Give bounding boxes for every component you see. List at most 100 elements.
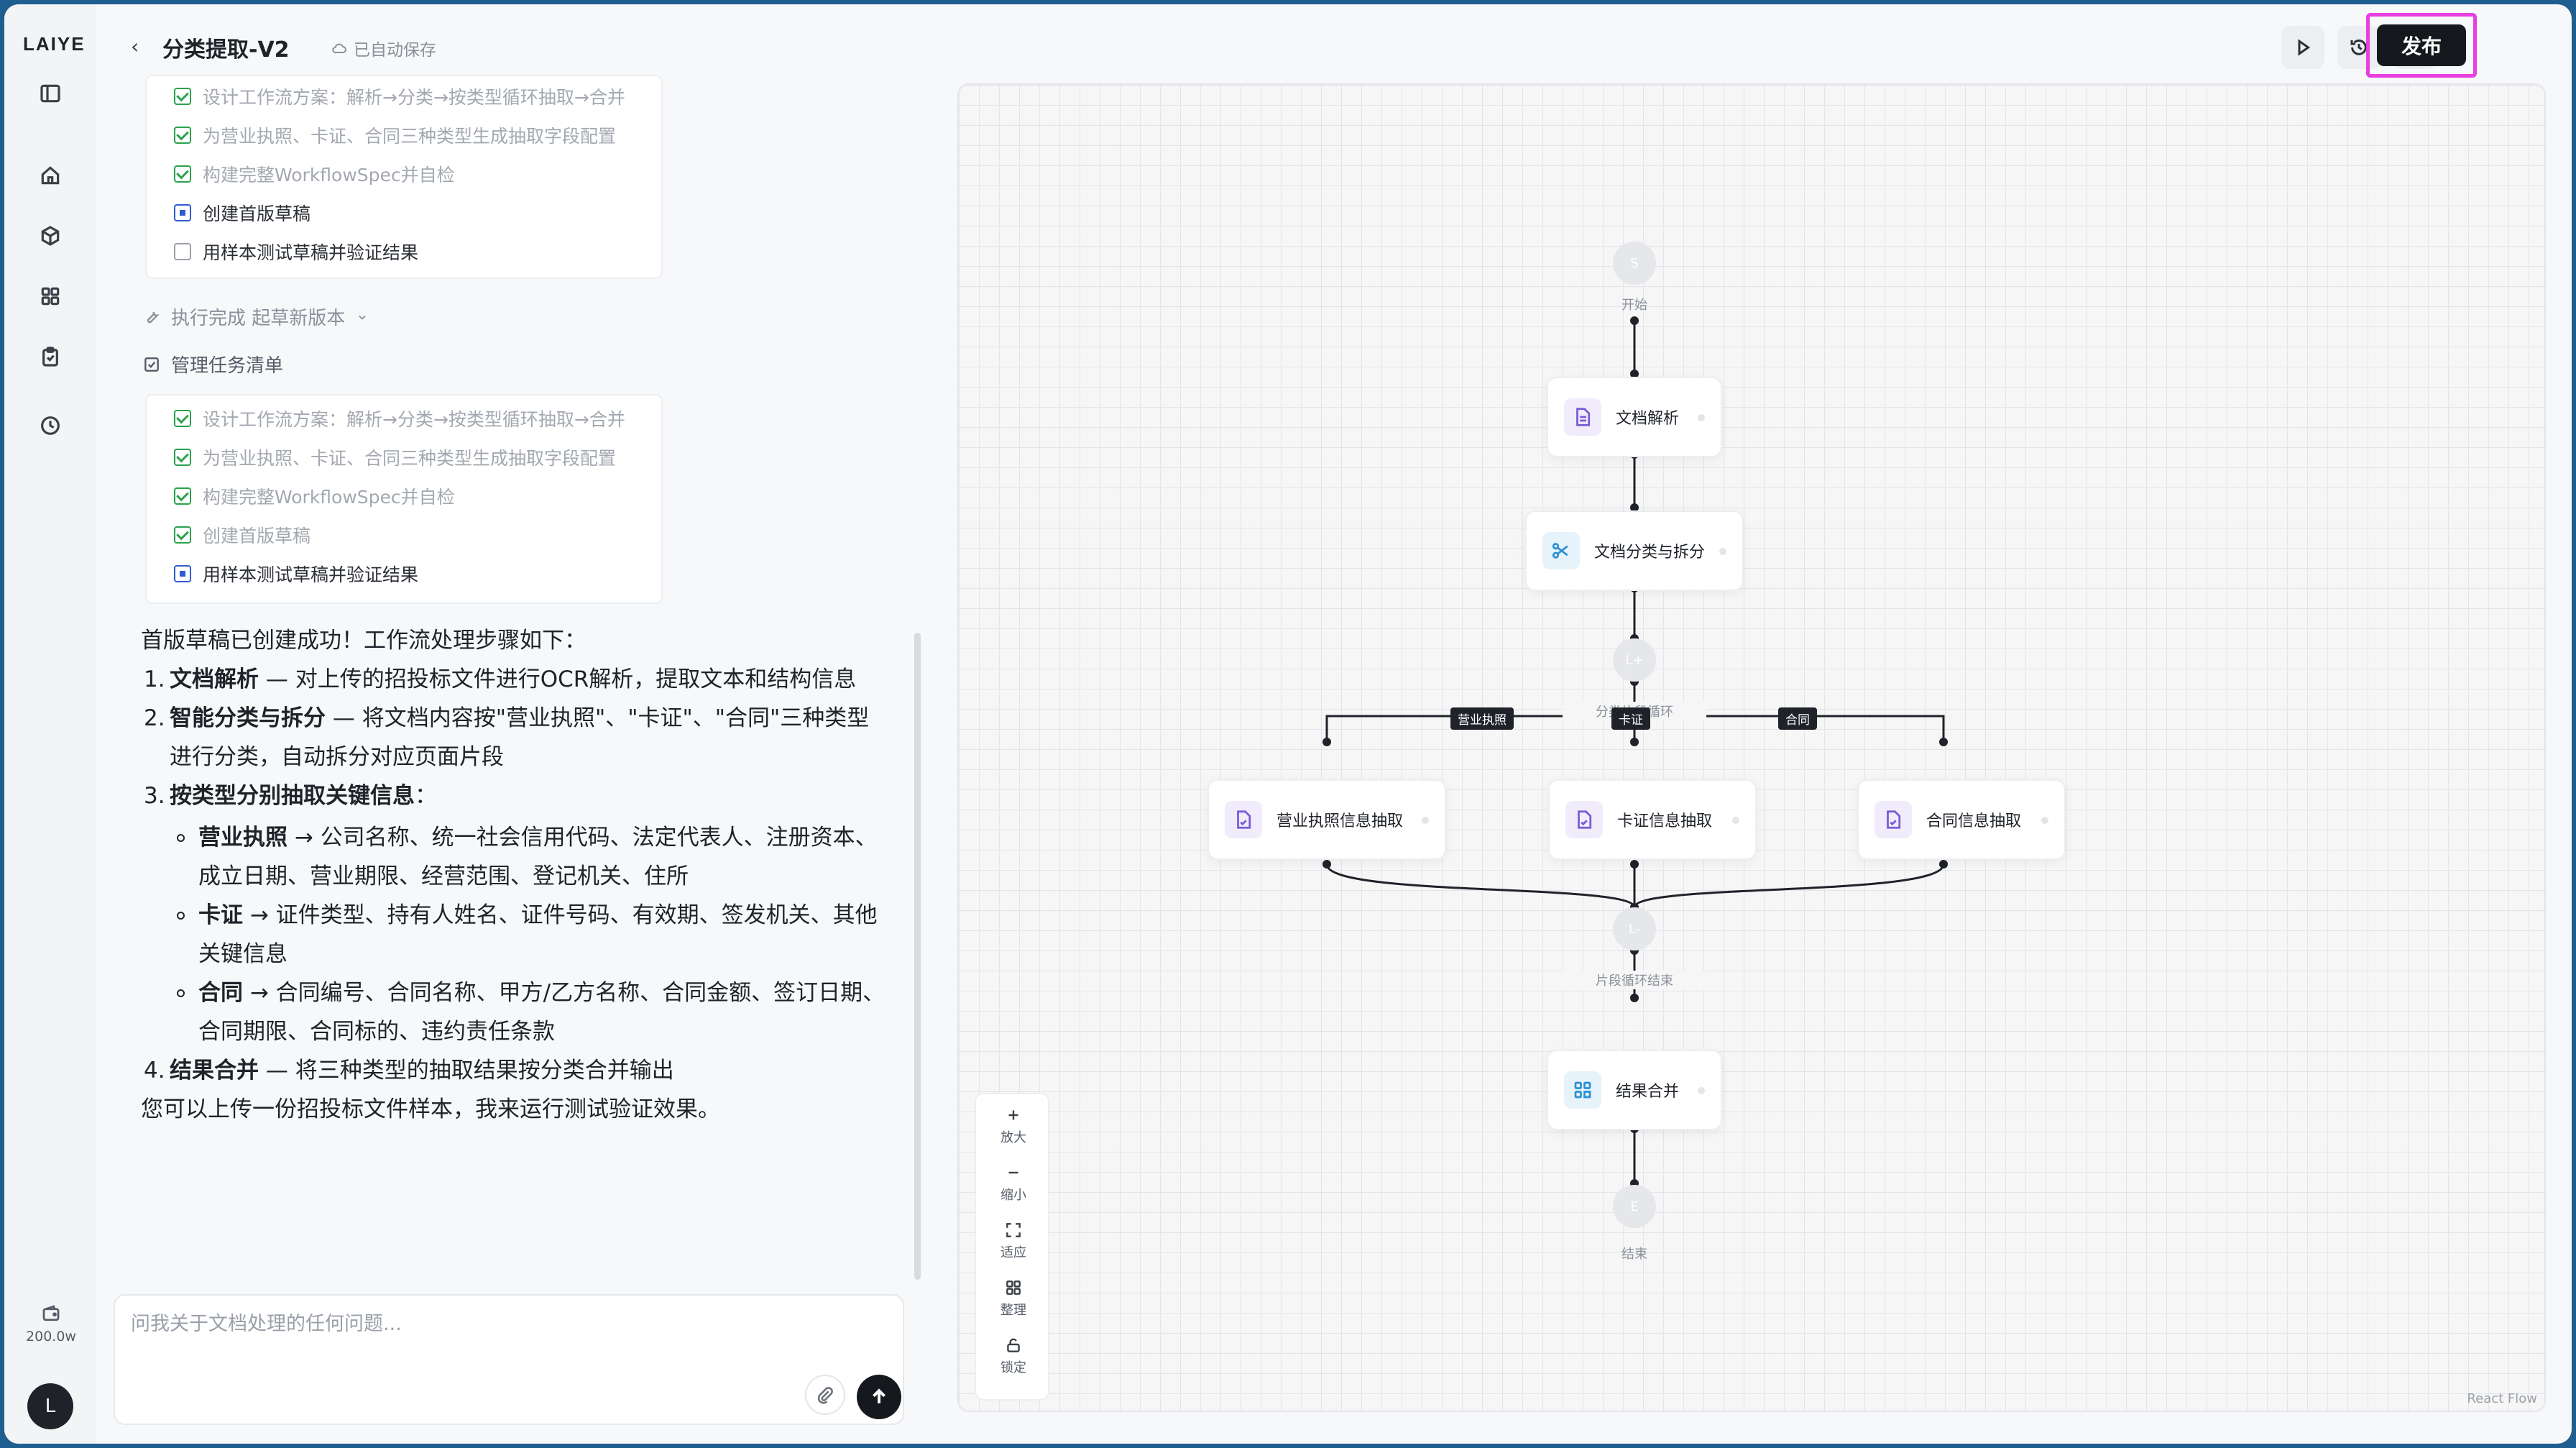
edge (1633, 863, 1945, 908)
node-extract-card[interactable]: 卡证信息抽取 (1548, 779, 1757, 860)
node-output-port[interactable] (1719, 548, 1726, 555)
logo: LAIYE (23, 33, 86, 55)
version-history-button[interactable] (2337, 26, 2380, 69)
edge-label-contract: 合同 (1778, 707, 1817, 730)
clipboard-check-icon[interactable] (36, 342, 65, 371)
workflow-canvas[interactable]: S 开始 文档解析 文档分类与拆分 L+ 分类片段循环 营业执照 卡证 合同 营… (957, 83, 2546, 1412)
tool-call-manage-tasks[interactable]: 管理任务清单 (142, 351, 283, 377)
start-node[interactable]: S (1613, 242, 1656, 285)
edge-handle (1322, 738, 1331, 746)
end-node[interactable]: E (1613, 1185, 1656, 1228)
node-extract-contract[interactable]: 合同信息抽取 (1857, 779, 2066, 860)
publish-highlight: 发布 (2366, 13, 2477, 78)
node-output-port[interactable] (2041, 817, 2048, 824)
task-item: 用样本测试草稿并验证结果 (174, 561, 418, 587)
edge-handle (1939, 738, 1948, 746)
checkbox-checked-icon (174, 127, 191, 144)
checkbox-empty-icon (174, 243, 191, 260)
node-result-merge[interactable]: 结果合并 (1547, 1050, 1722, 1130)
loop-end-node[interactable]: L- (1613, 907, 1656, 950)
checkbox-checked-icon (174, 487, 191, 505)
message-bullet: 卡证 → 证件类型、持有人姓名、证件号码、有效期、签发机关、其他关键信息 (141, 896, 888, 973)
back-button[interactable]: ‹ (131, 35, 139, 58)
sidebar-toggle-icon[interactable] (36, 79, 65, 108)
message-step: 2.智能分类与拆分 — 将文档内容按"营业执照"、"卡证"、"合同"三种类型进行… (144, 705, 870, 770)
checkbox-checked-icon (174, 449, 191, 466)
cloud-icon (332, 43, 346, 53)
message-intro: 首版草稿已创建成功！工作流处理步骤如下： (141, 628, 586, 654)
chevron-down-icon (359, 315, 367, 320)
play-icon (2298, 39, 2311, 56)
start-node-label: 开始 (1622, 298, 1647, 313)
chat-scrollbar[interactable] (914, 633, 921, 1280)
checkbox-checked-icon (174, 165, 191, 183)
run-button[interactable] (2281, 26, 2324, 69)
checkbox-checked-icon (174, 526, 191, 544)
autosave-status: 已自动保存 (331, 36, 436, 60)
checkbox-running-icon (174, 204, 191, 221)
edge-handle (1939, 860, 1948, 869)
document-extract-icon (1225, 801, 1262, 838)
merge-scan-icon (1564, 1071, 1601, 1109)
avatar[interactable]: L (27, 1383, 73, 1429)
unlock-icon (1007, 1338, 1020, 1352)
cube-icon[interactable] (36, 221, 65, 250)
paperclip-icon (817, 1387, 833, 1404)
chat-panel: 设计工作流方案：解析→分类→按类型循环抽取→合并 为营业执照、卡证、合同三种类型… (96, 75, 923, 1444)
autosave-label: 已自动保存 (354, 41, 436, 60)
task-item: 为营业执照、卡证、合同三种类型生成抽取字段配置 (174, 122, 616, 148)
node-output-port[interactable] (1698, 414, 1705, 421)
task-item: 创建首版草稿 (174, 200, 310, 226)
publish-button[interactable]: 发布 (2377, 24, 2466, 66)
task-item: 构建完整WorkflowSpec并自检 (174, 161, 455, 187)
message-outro: 您可以上传一份招投标文件样本，我来运行测试验证效果。 (141, 1096, 720, 1122)
loop-end-label: 片段循环结束 (1563, 971, 1706, 989)
react-flow-attribution[interactable]: React Flow (2467, 1391, 2537, 1406)
home-icon[interactable] (36, 161, 65, 190)
app-window: LAIYE 200.0w L ‹ 分类提取-V2 已自动保存 (4, 4, 2572, 1444)
edge-handle (1630, 738, 1639, 746)
lock-canvas-button[interactable]: 锁定 (976, 1336, 1051, 1376)
chat-input[interactable] (131, 1313, 850, 1335)
zoom-out-button[interactable]: 缩小 (976, 1163, 1051, 1204)
node-output-port[interactable] (1732, 817, 1739, 824)
edge-handle (1630, 860, 1639, 869)
tool-call-status[interactable]: 执行完成 起草新版本 (142, 303, 369, 330)
fit-view-icon (1006, 1223, 1021, 1237)
fit-view-button[interactable]: 适应 (976, 1221, 1051, 1261)
credits-value: 200.0w (26, 1329, 76, 1344)
task-item: 设计工作流方案：解析→分类→按类型循环抽取→合并 (174, 405, 625, 431)
task-list-card: 设计工作流方案：解析→分类→按类型循环抽取→合并 为营业执照、卡证、合同三种类型… (145, 394, 663, 604)
edge-handle (1322, 860, 1331, 869)
arrow-up-icon (873, 1388, 886, 1403)
layout-grid-icon (1006, 1280, 1021, 1295)
assistant-message: 首版草稿已创建成功！工作流处理步骤如下： 1.文档解析 — 对上传的招投标文件进… (141, 621, 888, 1129)
edge-handle (1630, 994, 1639, 1002)
grid-icon[interactable] (36, 282, 65, 311)
attach-button[interactable] (805, 1375, 845, 1415)
document-extract-icon (1874, 801, 1912, 838)
node-extract-license[interactable]: 营业执照信息抽取 (1208, 779, 1446, 860)
loop-start-node[interactable]: L+ (1613, 638, 1656, 682)
edge-handle (1630, 370, 1639, 378)
node-output-port[interactable] (1422, 817, 1429, 824)
node-output-port[interactable] (1698, 1087, 1705, 1094)
minus-icon (1008, 1171, 1018, 1174)
edge-handle (1630, 503, 1639, 512)
task-item: 创建首版草稿 (174, 522, 310, 548)
history-clock-icon[interactable] (36, 411, 65, 440)
edge (1634, 715, 1945, 742)
edge-label-license: 营业执照 (1450, 707, 1514, 730)
checkbox-checked-icon (174, 88, 191, 105)
task-item: 为营业执照、卡证、合同三种类型生成抽取字段配置 (174, 444, 616, 470)
scissors-icon (1542, 532, 1580, 569)
tidy-layout-button[interactable]: 整理 (976, 1278, 1051, 1319)
node-doc-parse[interactable]: 文档解析 (1547, 377, 1722, 457)
message-step: 1.文档解析 — 对上传的招投标文件进行OCR解析，提取文本和结构信息 (144, 666, 857, 692)
document-extract-icon (1565, 801, 1603, 838)
zoom-in-button[interactable]: 放大 (976, 1106, 1051, 1146)
send-button[interactable] (857, 1375, 901, 1419)
credits-balance[interactable]: 200.0w (19, 1303, 83, 1344)
node-doc-classify[interactable]: 文档分类与拆分 (1525, 510, 1744, 591)
left-rail: LAIYE 200.0w L (4, 4, 96, 1444)
